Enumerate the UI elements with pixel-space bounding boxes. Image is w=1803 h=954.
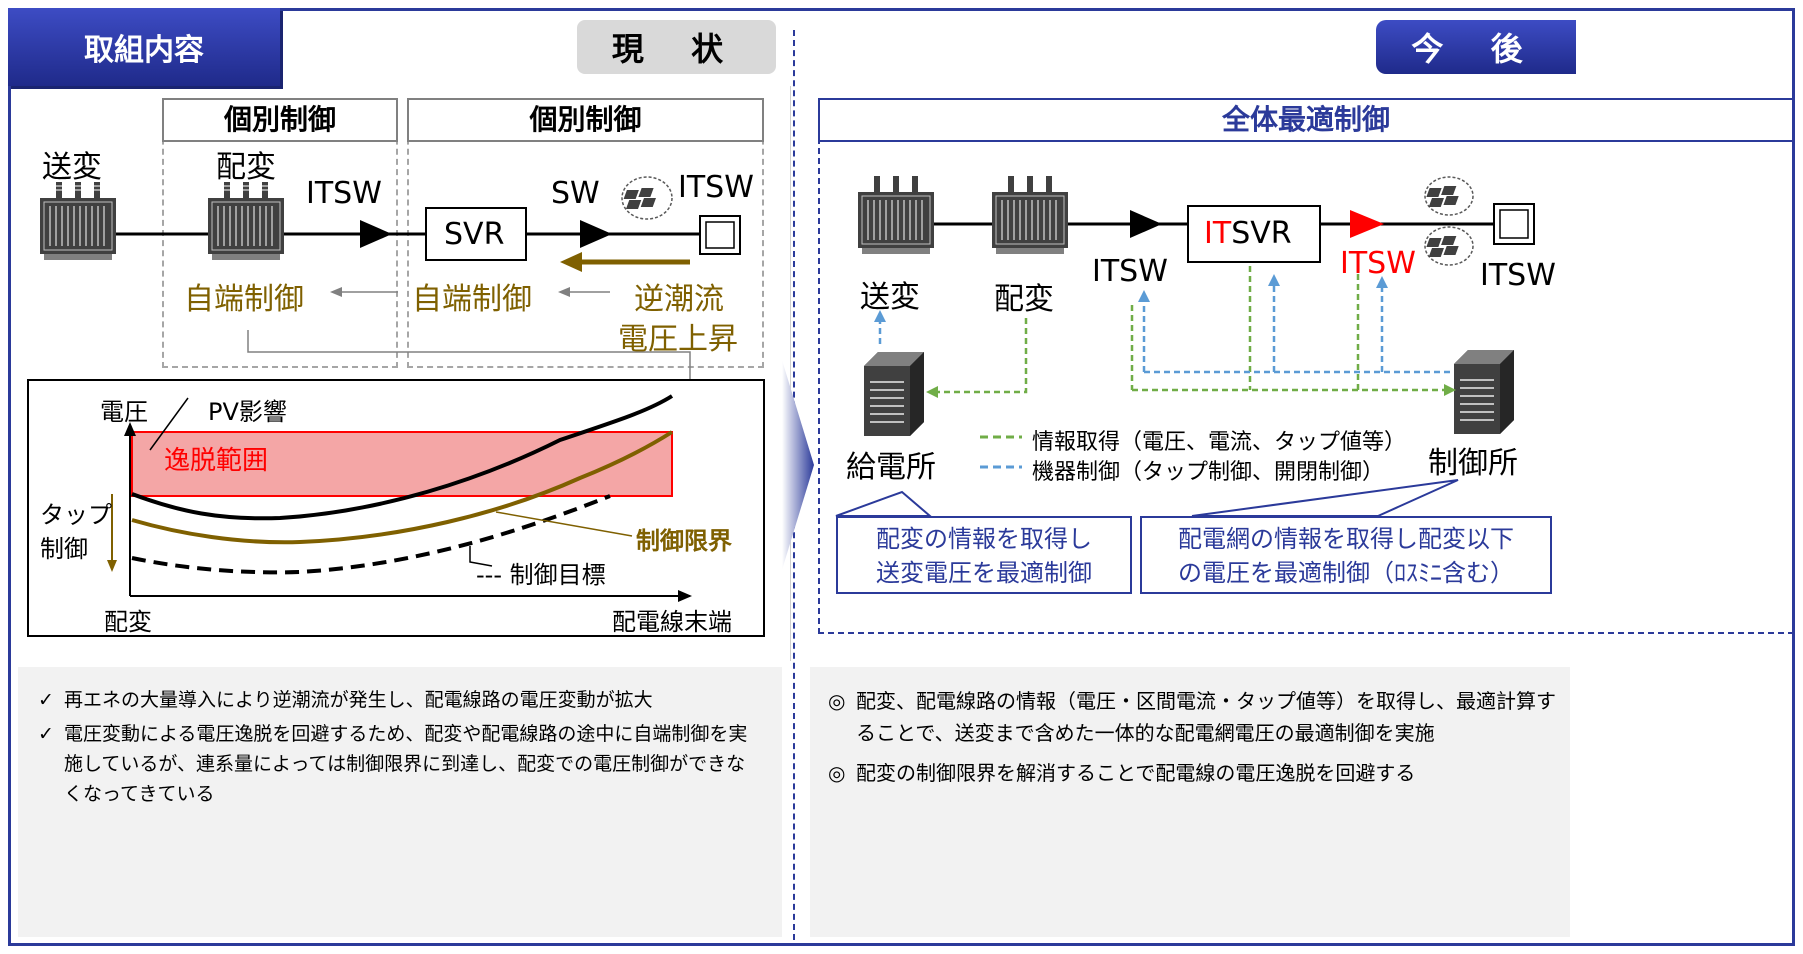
future-itsw-label: ITSW [1092,254,1168,289]
itsw-label: ITSW [306,176,382,211]
solar-panel-icon [1424,226,1474,266]
callout-2: 配電網の情報を取得し配変以下 の電圧を最適制御（ﾛｽﾐﾆ含む） [1140,516,1552,594]
transformer-icon [991,175,1069,255]
control-limit-curve [131,430,674,545]
pv-curve [131,394,674,521]
sw-label: SW [551,176,600,211]
current-bullet-2: 電圧変動による電圧逸脱を回避するため、配変や配電線路の途中に自端制御を実施してい… [38,719,762,809]
control-box-2-title: 個別制御 [407,98,764,142]
chart-target-label: --- 制御目標 [476,561,606,589]
chart-tap-label-1: タップ [40,501,112,529]
current-header: 現 状 [577,20,776,74]
kyuden-label: 給電所 [846,450,936,485]
chart-band-label: 逸脱範囲 [164,446,269,476]
callout-2-line-1: 配電網の情報を取得し配変以下 [1178,525,1514,553]
future-bullets: 配変、配電線路の情報（電圧・区間電流・タップ値等）を取得し、最適計算することで、… [810,667,1570,937]
future-header: 今 後 [1376,20,1576,74]
sohen-label: 送変 [42,150,102,185]
itsw-red-triangle-icon [1350,210,1384,238]
seigyo-label: 制御所 [1428,446,1518,481]
transformer-icon [857,175,935,255]
voltage-rise-label: 電圧上昇 [618,322,738,357]
itsvr-label: ITSVR [1204,216,1292,251]
chart-x-start: 配変 [104,608,152,636]
future-title: 全体最適制御 [818,98,1794,142]
future-itsw3-label: ITSW [1480,258,1556,293]
deviation-band [131,431,673,497]
solar-panel-icon [1424,176,1474,216]
chart-voltage-label: 電圧 [100,398,148,426]
chart-pv-label: PV影響 [208,398,287,426]
itsw2-label: ITSW [678,170,754,205]
legend-control: 機器制御（タップ制御、開閉制御） [1032,460,1385,485]
server-icon [863,351,925,437]
callout-1-line-2: 送変電圧を最適制御 [876,559,1092,587]
sw-triangle-icon [580,220,612,248]
future-diagram [835,175,1535,517]
transition-arrow-icon [782,360,814,570]
section-tag: 取組内容 [8,8,280,86]
itsvr-red-text: IT [1204,216,1232,251]
jitan-label-2: 自端制御 [412,282,532,317]
legend-info: 情報取得（電圧、電流、タップ値等） [1032,430,1407,455]
control-target-curve [131,494,611,575]
future-sohen-label: 送変 [860,280,920,315]
callout-1: 配変の情報を取得し 送変電圧を最適制御 [836,516,1132,594]
transformer-icon [39,181,117,261]
reverse-flow-label: 逆潮流 [634,282,724,317]
chart-target-text: 制御目標 [509,561,606,589]
server-icon [1453,349,1515,435]
future-bullet-2: 配変の制御限界を解消することで配電線の電圧逸脱を回避する [828,757,1556,789]
chart-x-end: 配電線末端 [612,608,732,636]
current-diagram [27,176,765,637]
itsw-red-label: ITSW [1340,246,1416,281]
current-bullets: 再エネの大量導入により逆潮流が発生し、配電線路の電圧変動が拡大 電圧変動による電… [18,667,782,937]
chart-tap-label-2: 制御 [40,535,88,563]
current-panel-frame [8,86,791,661]
itsvr-black-text: SVR [1231,216,1292,251]
current-bullet-1: 再エネの大量導入により逆潮流が発生し、配電線路の電圧変動が拡大 [38,685,762,715]
itsw-triangle-icon [360,220,392,248]
control-box-1-title: 個別制御 [162,98,398,142]
svr-label: SVR [444,217,505,252]
future-haihen-label: 配変 [994,282,1054,317]
transformer-icon [207,181,285,261]
callout-2-line-2: の電圧を最適制御（ﾛｽﾐﾆ含む） [1178,559,1514,587]
haihen-label: 配変 [216,150,276,185]
solar-panel-icon [621,176,673,220]
chart-limit-label: 制御限界 [636,527,732,555]
future-bullet-1: 配変、配電線路の情報（電圧・区間電流・タップ値等）を取得し、最適計算することで、… [828,685,1556,749]
jitan-label-1: 自端制御 [184,282,304,317]
callout-1-line-1: 配変の情報を取得し [876,525,1092,553]
itsw-triangle-icon [1130,210,1162,238]
chart-tap-label: タップ 制御 [40,498,112,566]
